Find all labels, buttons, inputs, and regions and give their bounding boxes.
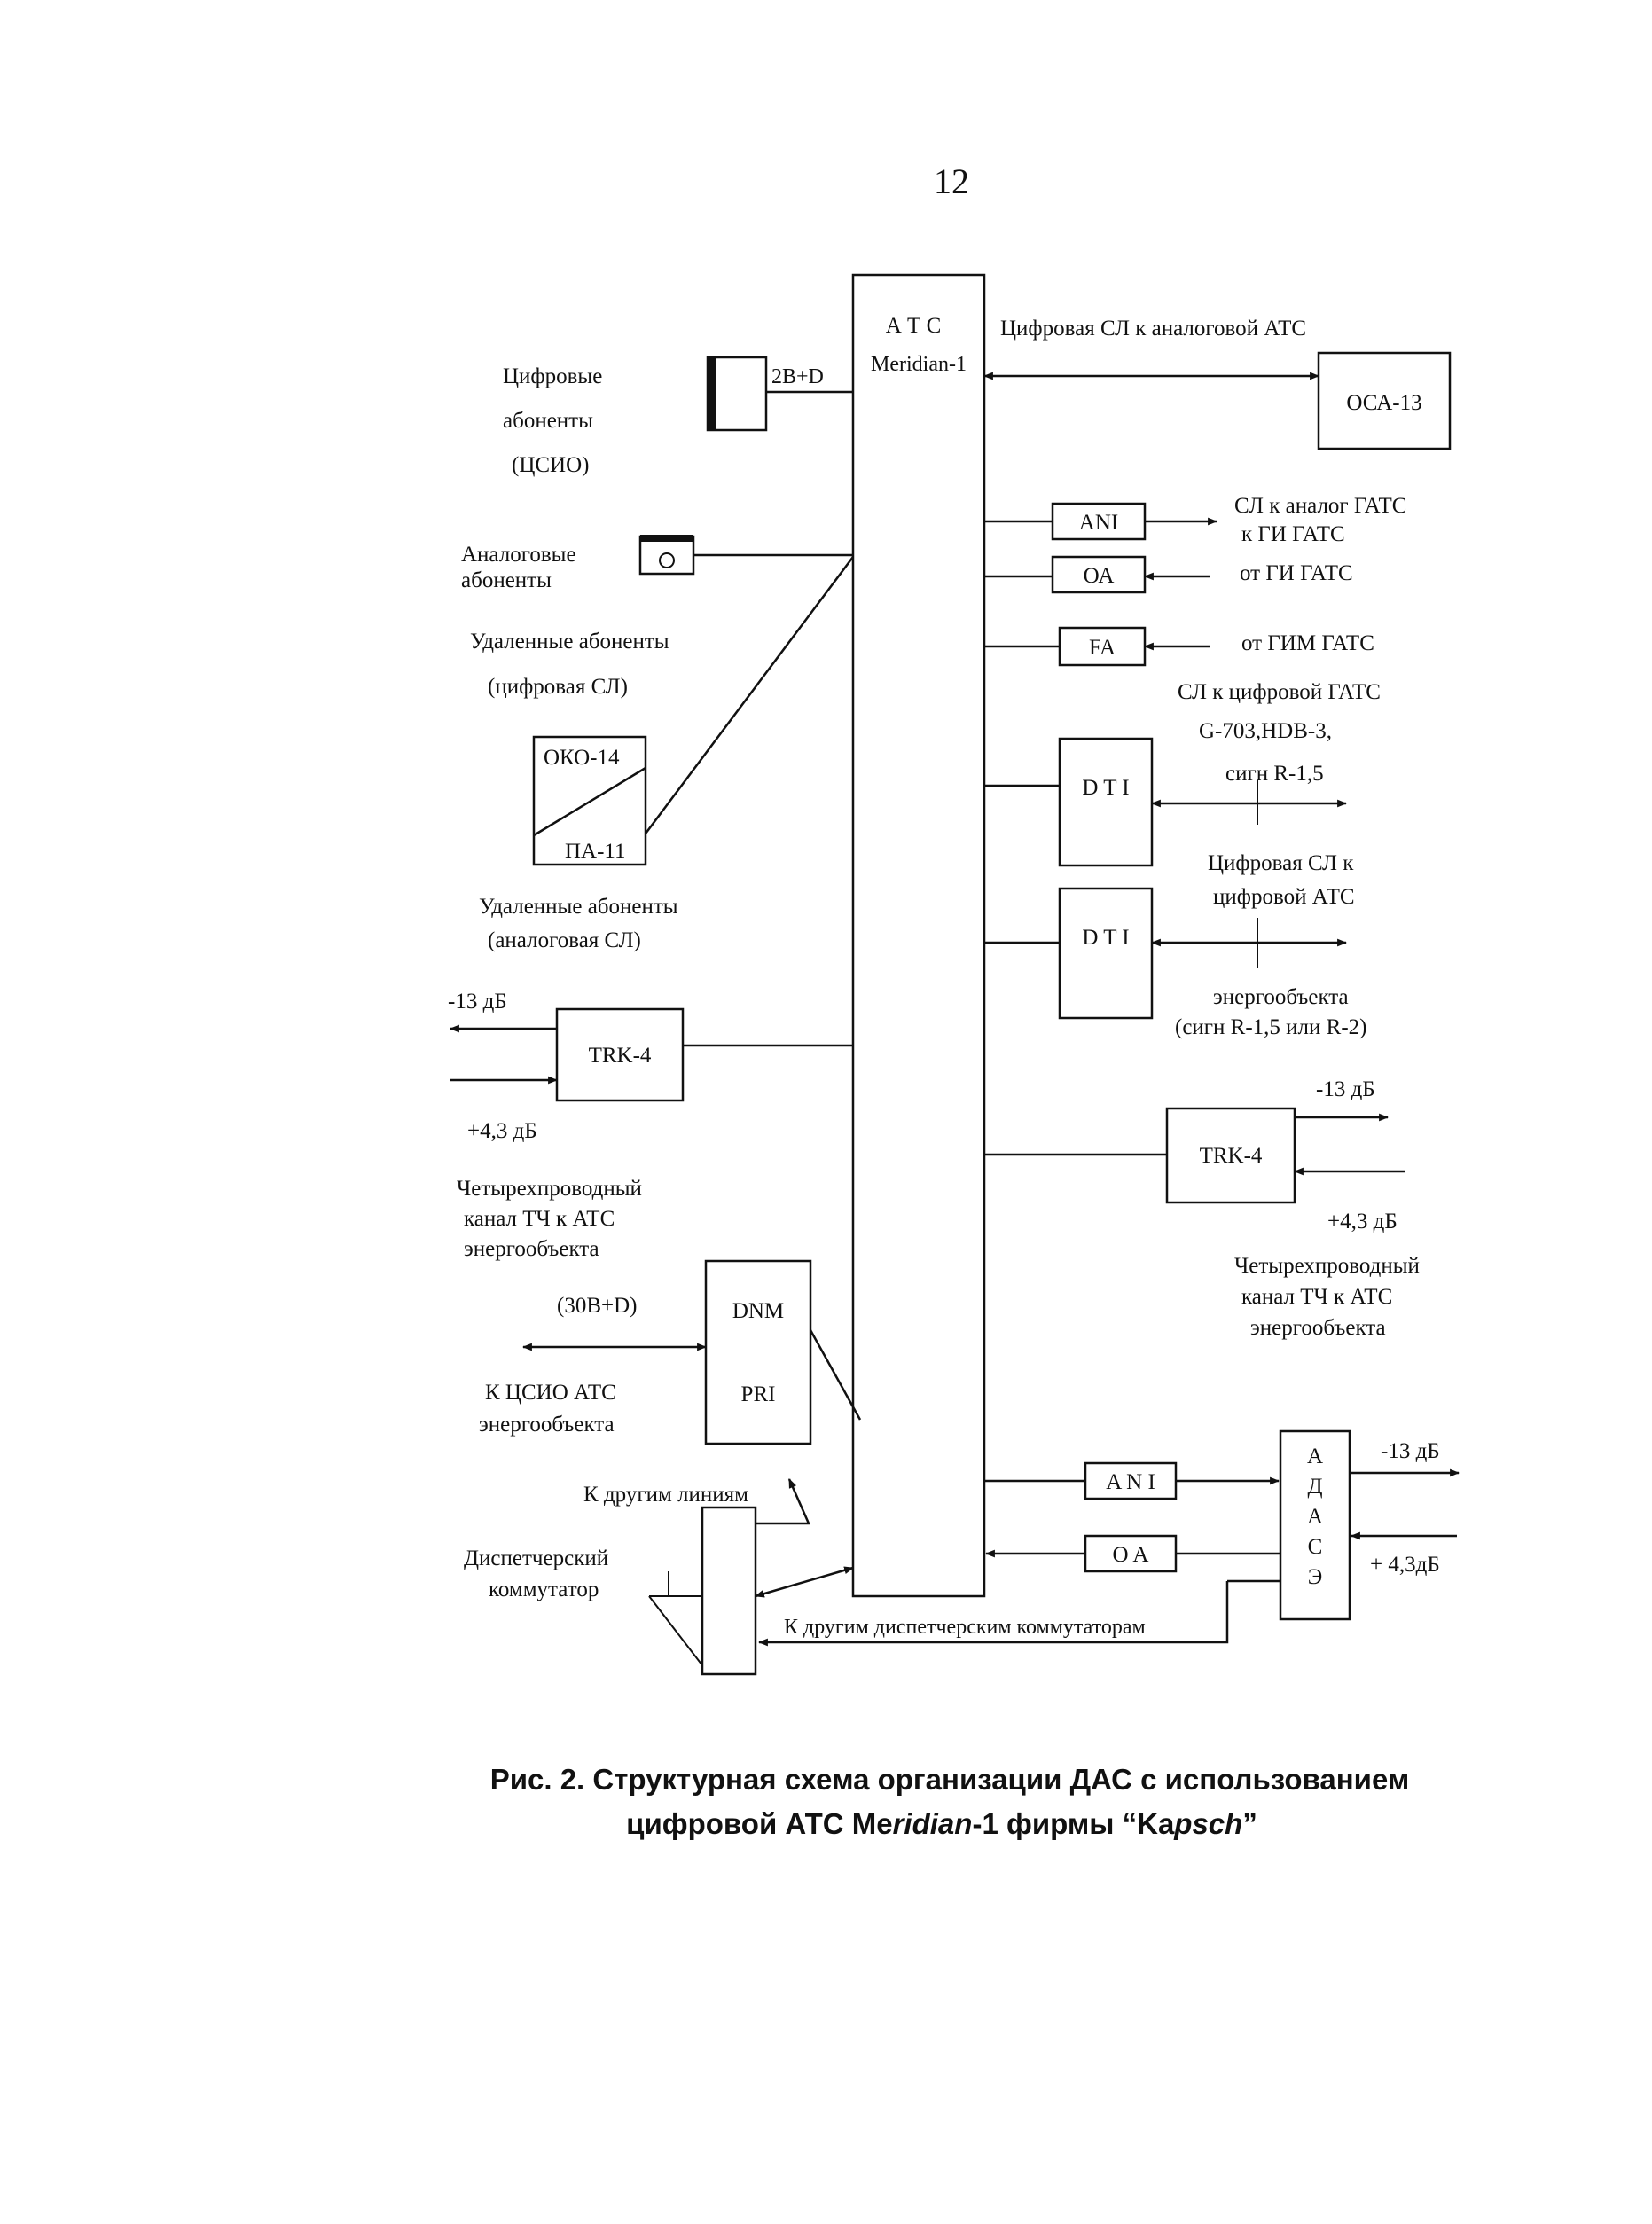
trk-right-block — [1165, 1107, 1296, 1204]
dnm-to-ats-line — [809, 1329, 862, 1421]
adase-out-level: -13 дБ — [1381, 1439, 1440, 1463]
oa-bottom-block — [1084, 1534, 1178, 1573]
dti1-desc3: сигн R-1,5 — [1225, 762, 1324, 786]
oa-top-desc: от ГИ ГАТС — [1240, 561, 1353, 585]
oa-top-label: ОА — [1084, 564, 1115, 588]
trk-left-label: TRK-4 — [589, 1044, 652, 1068]
trk-right-desc1: Четырехпроводный — [1234, 1254, 1420, 1278]
analog-subscribers-line2: абоненты — [461, 568, 552, 592]
dti2-desc1: Цифровая СЛ к — [1208, 851, 1354, 875]
remote-digital-line1: Удаленные абоненты — [470, 630, 669, 654]
trk-right-desc2: канал ТЧ к АТС — [1241, 1285, 1392, 1309]
dispatcher-other-lines-arrow — [756, 1477, 810, 1525]
trk-left-block — [555, 1007, 685, 1102]
dispatcher-switch-block — [701, 1506, 757, 1676]
trk-left-desc2: канал ТЧ к АТС — [464, 1207, 615, 1231]
trk-left-desc3: энергообъекта — [464, 1237, 599, 1261]
digital-terminal-icon-edge — [708, 357, 716, 430]
fa-block — [1058, 626, 1147, 667]
dti1-label: D T I — [1082, 776, 1129, 800]
osa-block — [1317, 351, 1452, 450]
caption-line1: Рис. 2. Структурная схема организации ДА… — [490, 1763, 1410, 1796]
trk-left-desc1: Четырехпроводный — [457, 1177, 642, 1201]
trk-right-in-level: +4,3 дБ — [1327, 1210, 1398, 1233]
remote-analog-line2: (аналоговая СЛ) — [488, 928, 641, 952]
dispatcher-handset-icon — [648, 1571, 703, 1666]
ani-top-desc2: к ГИ ГАТС — [1241, 522, 1345, 546]
dti1-desc1: СЛ к цифровой ГАТС — [1178, 680, 1381, 704]
remote-digital-line2: (цифровая СЛ) — [488, 675, 628, 699]
oko-label: ОКО-14 — [544, 746, 620, 770]
remote-analog-line1: Удаленные абоненты — [479, 895, 678, 919]
pa-label: ПА-11 — [565, 840, 626, 864]
dispatcher-desc1: Диспетчерский — [464, 1547, 608, 1570]
ats-model: Meridian-1 — [871, 353, 967, 376]
dnm-label: DNM — [732, 1299, 784, 1323]
dti2-block — [1058, 887, 1154, 1020]
trk-right-label: TRK-4 — [1200, 1144, 1263, 1168]
digital-iface-label: 2B+D — [771, 365, 824, 388]
dnm-pri-block — [704, 1259, 812, 1445]
other-switches-arrow — [757, 1581, 1229, 1647]
adase-letter-5: Э — [1308, 1565, 1323, 1589]
dispatcher-other-lines-label: К другим линиям — [583, 1483, 748, 1507]
dnm-desc1: К ЦСИО АТС — [485, 1381, 616, 1405]
oko-to-ats-line — [645, 556, 854, 834]
adase-letter-1: А — [1307, 1445, 1323, 1468]
fa-desc: от ГИМ ГАТС — [1241, 631, 1374, 655]
caption-line2-part-d: psch — [1173, 1807, 1242, 1840]
digital-subscribers-line2: абоненты — [503, 409, 593, 433]
dnm-iface-label: (30B+D) — [557, 1294, 637, 1318]
dti2-desc4: (сигн R-1,5 или R-2) — [1175, 1015, 1367, 1039]
fa-label: FA — [1089, 636, 1116, 660]
dti2-label: D T I — [1082, 926, 1129, 950]
caption-line2: цифровой АТС Meridian-1 фирмы “Kapsch” — [626, 1807, 1257, 1840]
digital-subscribers-line3: (ЦСИО) — [512, 453, 590, 477]
dti2-desc3: энергообъекта — [1213, 985, 1349, 1009]
ani-top-desc1: СЛ к аналог ГАТС — [1234, 494, 1406, 518]
adase-block — [1279, 1429, 1351, 1621]
osa-label: ОСА-13 — [1346, 391, 1421, 415]
trk-left-in-level: +4,3 дБ — [467, 1119, 537, 1143]
adase-letter-3: А — [1307, 1505, 1323, 1529]
dti1-block — [1058, 737, 1154, 867]
dti2-desc2: цифровой АТС — [1213, 885, 1355, 909]
dnm-desc2: энергообъекта — [479, 1413, 615, 1437]
caption-line2-part-b: ridian — [893, 1807, 973, 1840]
adase-letter-2: Д — [1307, 1475, 1322, 1499]
caption-line2-part-a: цифровой АТС Me — [626, 1807, 892, 1840]
ani-bottom-label: A N I — [1106, 1470, 1155, 1494]
dispatcher-desc2: коммутатор — [489, 1578, 599, 1601]
trk-right-out-level: -13 дБ — [1316, 1077, 1375, 1101]
dispatcher-to-ats-arrow — [754, 1566, 855, 1598]
adase-letter-4: С — [1308, 1535, 1323, 1559]
page-number: 12 — [934, 161, 969, 201]
ats-main-block — [851, 273, 986, 1598]
caption-line2-part-e: ” — [1242, 1807, 1257, 1840]
other-switches-label: К другим диспетчерским коммутаторам — [784, 1616, 1146, 1639]
trk-left-out-level: -13 дБ — [448, 990, 507, 1014]
adase-in-level: + 4,3дБ — [1370, 1553, 1440, 1577]
analog-phone-icon-top — [640, 535, 693, 542]
ats-title: А Т С — [886, 314, 942, 338]
oko-pa-divider — [533, 766, 646, 837]
ani-top-label: ANI — [1079, 511, 1118, 535]
caption-line2-part-c: -1 фирмы “Ka — [972, 1807, 1174, 1840]
analog-phone-dial-icon — [659, 552, 675, 568]
dti1-desc2: G-703,HDB-3, — [1199, 719, 1332, 743]
analog-subscribers-line1: Аналоговые — [461, 543, 576, 567]
digital-subscribers-line1: Цифровые — [503, 364, 602, 388]
pri-label: PRI — [741, 1382, 776, 1406]
oa-bottom-label: O A — [1113, 1543, 1149, 1567]
osa-link-label: Цифровая СЛ к аналоговой АТС — [1000, 317, 1306, 341]
trk-right-desc3: энергообъекта — [1250, 1316, 1386, 1340]
